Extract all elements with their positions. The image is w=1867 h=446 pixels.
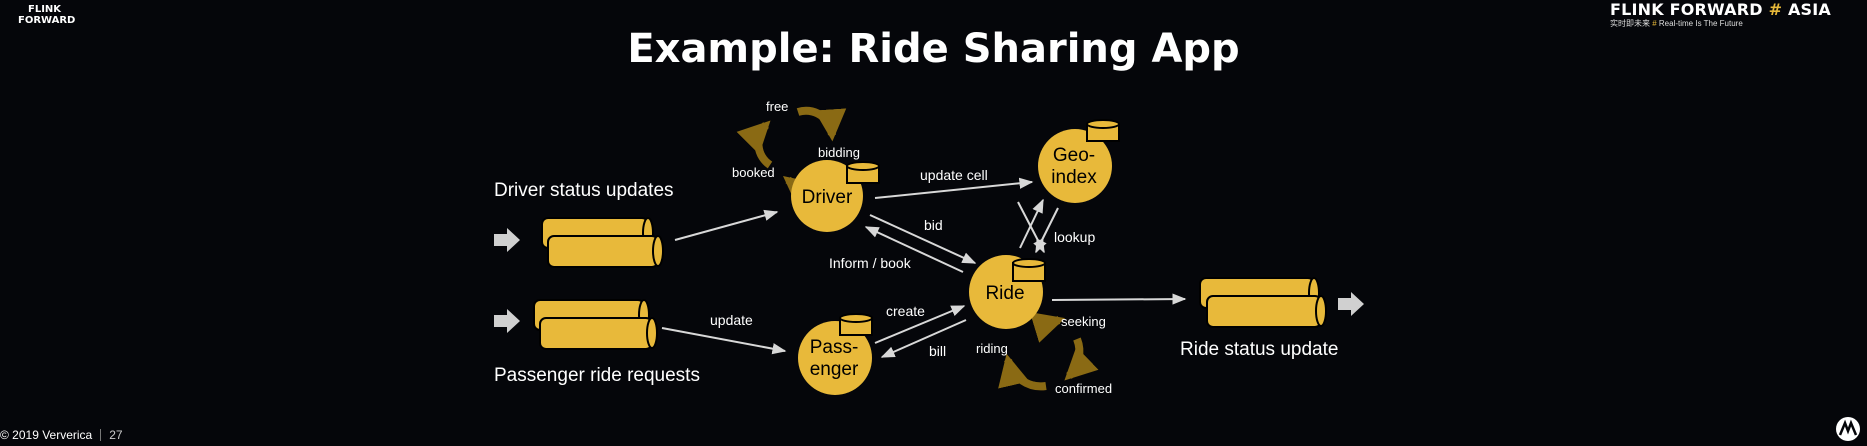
page-number: 27 xyxy=(109,428,123,442)
logo-main-text: FLINK FORWARD xyxy=(1609,0,1763,19)
bid-edge xyxy=(869,214,977,264)
passenger-node: Pass- enger xyxy=(798,313,873,395)
create-edge xyxy=(874,305,966,344)
ride-node: Ride xyxy=(969,255,1046,329)
passenger-input-arrow-icon xyxy=(494,309,520,333)
driver-node-label: Driver xyxy=(802,187,853,208)
update-cell-label: update cell xyxy=(920,167,988,183)
geo-index-db-icon xyxy=(1086,119,1120,142)
ride-state-confirmed: confirmed xyxy=(1055,381,1112,396)
logo-sub-cn: 实时即未来 xyxy=(1609,19,1650,28)
driver-state-db-icon xyxy=(846,161,880,184)
ride-to-geo-edge xyxy=(1019,198,1044,249)
passenger-update-edge xyxy=(661,327,787,355)
logo-sub-en: Real-time Is The Future xyxy=(1658,19,1743,28)
lookup-label: lookup xyxy=(1054,229,1095,245)
geo-node-label-2: index xyxy=(1051,167,1097,188)
logo-region: ASIA xyxy=(1787,0,1831,19)
ride-status-topic-icon xyxy=(1199,277,1327,328)
inform-book-label: Inform / book xyxy=(829,255,912,271)
ride-state-cycle xyxy=(998,312,1099,391)
logo-line-1: FLINK xyxy=(28,4,62,15)
driver-node: Driver xyxy=(791,160,880,232)
flink-forward-logo: FLINK FORWARD xyxy=(18,4,75,26)
update-label: update xyxy=(710,312,753,328)
driver-state-booked: booked xyxy=(732,165,775,180)
ververica-logo-icon xyxy=(1836,417,1860,441)
driver-input-label: Driver status updates xyxy=(494,180,674,201)
logo-hash: # xyxy=(1768,0,1783,19)
create-label: create xyxy=(886,303,925,319)
ride-state-riding: riding xyxy=(976,341,1008,356)
ride-output-edge xyxy=(1051,293,1187,305)
page-title: Example: Ride Sharing App xyxy=(627,26,1240,72)
logo-line-2: FORWARD xyxy=(18,15,76,26)
output-arrow-icon xyxy=(1338,292,1364,316)
inform-book-edge xyxy=(864,226,964,273)
driver-input-arrow-icon xyxy=(494,228,520,252)
passenger-node-label-1: Pass- xyxy=(810,337,859,358)
passenger-state-db-icon xyxy=(839,313,873,336)
passenger-input-label: Passenger ride requests xyxy=(494,365,700,386)
driver-state-free: free xyxy=(766,99,788,114)
ride-node-label: Ride xyxy=(985,283,1024,304)
ride-status-label: Ride status update xyxy=(1180,339,1338,360)
ride-state-db-icon xyxy=(1012,258,1046,282)
bill-edge xyxy=(880,319,967,358)
ride-state-seeking: seeking xyxy=(1061,314,1106,329)
bill-label: bill xyxy=(929,343,946,359)
driver-topic-icon xyxy=(541,217,664,268)
lookup-edge xyxy=(1035,207,1059,254)
update-cell-edge xyxy=(874,177,1034,199)
footer: © 2019 Ververica 27 xyxy=(0,428,123,442)
driver-state-bidding: bidding xyxy=(818,145,860,160)
passenger-topic-icon xyxy=(533,299,658,350)
passenger-node-label-2: enger xyxy=(810,359,859,380)
driver-update-edge xyxy=(674,209,779,241)
flink-forward-asia-logo: FLINK FORWARD # ASIA 实时即未来 # Real-time I… xyxy=(1609,0,1831,28)
geo-node-label-1: Geo- xyxy=(1053,145,1095,166)
copyright: © 2019 Ververica xyxy=(0,428,93,442)
geo-index-node: Geo- index xyxy=(1038,119,1120,203)
bid-label: bid xyxy=(924,217,943,233)
